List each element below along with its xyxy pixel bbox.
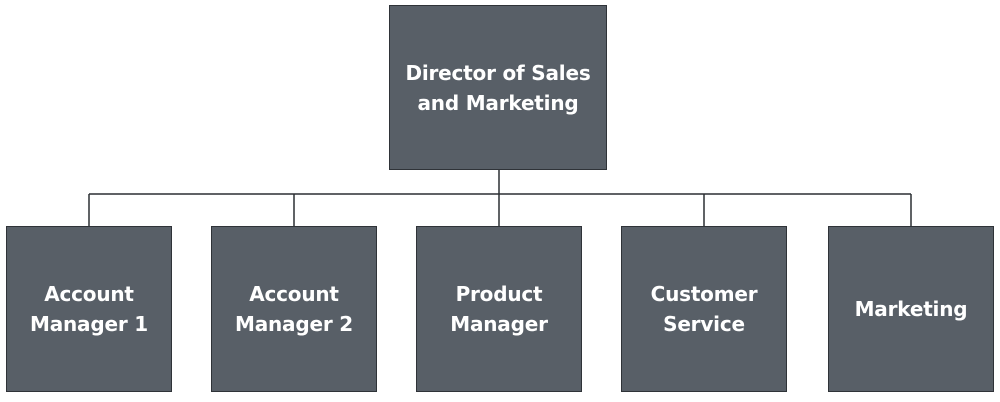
product-manager-label: Product Manager (450, 282, 548, 336)
customer-service-label: Customer Service (650, 282, 758, 336)
account-manager-1-label: Account Manager 1 (30, 282, 148, 336)
marketing-node: Marketing (828, 226, 994, 392)
customer-service-node: Customer Service (621, 226, 787, 392)
marketing-label: Marketing (854, 297, 968, 321)
account-manager-1-node: Account Manager 1 (6, 226, 172, 392)
director-of-sales-and-marketing-node: Director of Sales and Marketing (389, 5, 607, 170)
account-manager-2-label: Account Manager 2 (235, 282, 353, 336)
account-manager-2-node: Account Manager 2 (211, 226, 377, 392)
director-of-sales-and-marketing-label: Director of Sales and Marketing (405, 60, 591, 115)
product-manager-node: Product Manager (416, 226, 582, 392)
